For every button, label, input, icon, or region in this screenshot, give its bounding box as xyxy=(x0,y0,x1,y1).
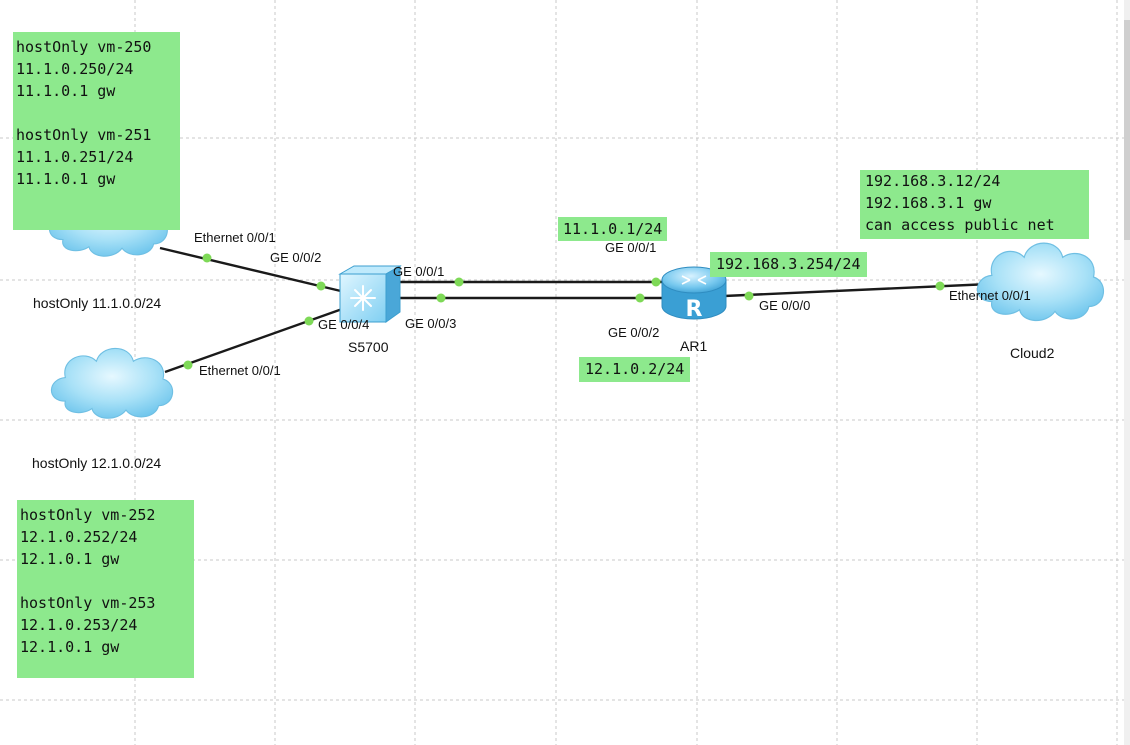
port-label-cloud2-eth: Ethernet 0/0/1 xyxy=(949,288,1031,303)
device-label-cloud11: hostOnly 11.1.0.0/24 xyxy=(33,295,162,311)
note-ar-ge001-ip: 11.1.0.1/24 xyxy=(558,217,668,241)
device-label-router: AR1 xyxy=(680,338,708,354)
note-line: 12.1.0.253/24 xyxy=(20,616,138,634)
device-label-switch: S5700 xyxy=(348,339,389,355)
note-line: 11.1.0.251/24 xyxy=(16,148,134,166)
note-line: hostOnly vm-252 xyxy=(20,506,156,524)
port-label-ar-ge002: GE 0/0/2 xyxy=(608,325,660,340)
port-label-sw-ge002: GE 0/0/2 xyxy=(270,250,322,265)
port-label-sw-ge003: GE 0/0/3 xyxy=(405,316,457,331)
note-ar-ge000-ip: 192.168.3.254/24 xyxy=(710,252,867,277)
note-public: 192.168.3.12/24 192.168.3.1 gw can access … xyxy=(860,170,1089,239)
port-label-sw-ge001: GE 0/0/1 xyxy=(393,264,445,279)
switch-icon[interactable] xyxy=(338,265,402,323)
vertical-scrollbar[interactable] xyxy=(1124,0,1130,745)
link-cloud12-switch xyxy=(164,306,346,374)
note-line: 12.1.0.1 gw xyxy=(20,550,120,568)
note-ar-ge002-ip: 12.1.0.2/24 xyxy=(579,357,691,382)
note-line: 11.1.0.1 gw xyxy=(16,170,116,188)
note-line: 11.1.0.250/24 xyxy=(16,60,134,78)
port-dots xyxy=(183,253,945,370)
link-router-cloud2 xyxy=(723,282,991,298)
scrollbar-thumb[interactable] xyxy=(1124,20,1130,240)
svg-text:R: R xyxy=(686,297,703,322)
port-label-ar-ge000: GE 0/0/0 xyxy=(759,298,811,313)
note-line: hostOnly vm-250 xyxy=(16,38,152,56)
note-vm12: hostOnly vm-252 12.1.0.252/24 12.1.0.1 gw h… xyxy=(17,500,194,678)
cloud-icon[interactable] xyxy=(976,242,1105,322)
link-cloud11-switch xyxy=(159,246,346,294)
note-line: 12.1.0.1 gw xyxy=(20,638,120,656)
note-line: 192.168.3.1 gw xyxy=(865,194,992,212)
note-line: 192.168.3.12/24 xyxy=(865,172,1001,190)
note-line: can access public net xyxy=(865,216,1055,234)
port-label-ar-ge001: GE 0/0/1 xyxy=(605,240,657,255)
device-label-cloud2: Cloud2 xyxy=(1010,345,1055,361)
device-label-cloud12: hostOnly 12.1.0.0/24 xyxy=(32,455,162,471)
note-line: hostOnly vm-251 xyxy=(16,126,152,144)
port-label-cloud12-eth: Ethernet 0/0/1 xyxy=(199,363,281,378)
port-label-cloud11-eth: Ethernet 0/0/1 xyxy=(194,230,276,245)
port-label-sw-ge004: GE 0/0/4 xyxy=(318,317,370,332)
note-line: hostOnly vm-253 xyxy=(20,594,156,612)
cloud-icon[interactable] xyxy=(50,347,174,419)
note-line: 12.1.0.252/24 xyxy=(20,528,138,546)
note-line: 11.1.0.1 gw xyxy=(16,82,116,100)
note-vm11: hostOnly vm-250 11.1.0.250/24 11.1.0.1 gw h… xyxy=(13,32,180,230)
